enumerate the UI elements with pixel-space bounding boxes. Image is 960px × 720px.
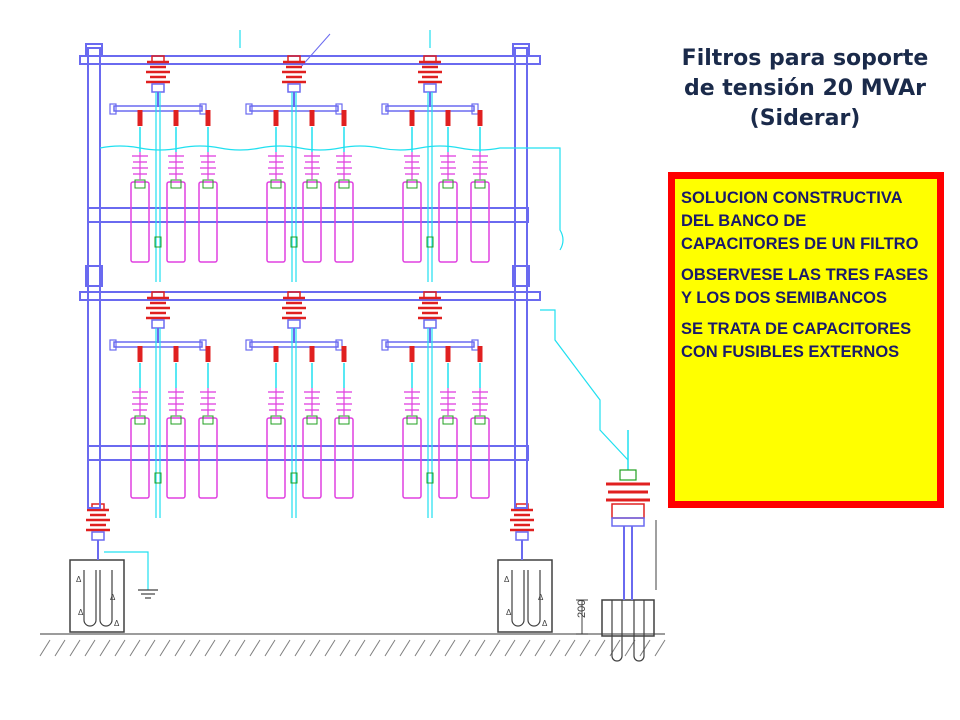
steel-frame <box>79 30 541 509</box>
page-title: Filtros para soporte de tensión 20 MVAr … <box>660 44 950 134</box>
base-insulator-left <box>84 502 112 542</box>
foundation-fuse <box>601 599 655 662</box>
lower-phase-1 <box>110 292 217 518</box>
foundation-left <box>69 559 125 633</box>
base-insulator-right <box>508 502 536 542</box>
dimension-200: 200 <box>576 599 588 635</box>
title-line-1: Filtros para soporte <box>681 46 929 71</box>
fuse-assembly <box>606 430 657 600</box>
upper-phase-2 <box>246 56 353 282</box>
note-paragraph-3: SE TRATA DE CAPACITORES CON FUSIBLES EXT… <box>681 320 912 361</box>
neutral-conductor-lower <box>540 309 629 461</box>
lower-phase-3 <box>382 292 489 518</box>
title-line-2: de tensión 20 MVAr <box>683 76 927 101</box>
ground-line <box>39 633 666 657</box>
neutral-conductor-upper <box>99 145 564 251</box>
notes-box: SOLUCION CONSTRUCTIVA DEL BANCO DE CAPAC… <box>668 172 944 508</box>
title-line-3: (Siderar) <box>749 106 861 131</box>
notes-content: SOLUCION CONSTRUCTIVA DEL BANCO DE CAPAC… <box>675 179 937 501</box>
note-paragraph-1: SOLUCION CONSTRUCTIVA DEL BANCO DE CAPAC… <box>681 189 919 253</box>
upper-phase-3 <box>382 56 489 282</box>
upper-phase-1 <box>110 56 217 282</box>
grounding-wire <box>104 551 158 599</box>
note-paragraph-2: OBSERVESE LAS TRES FASES Y LOS DOS SEMIB… <box>681 266 929 307</box>
dimension-label: 200 <box>576 600 588 618</box>
foundation-right <box>497 559 553 633</box>
lower-phase-2 <box>246 292 353 518</box>
